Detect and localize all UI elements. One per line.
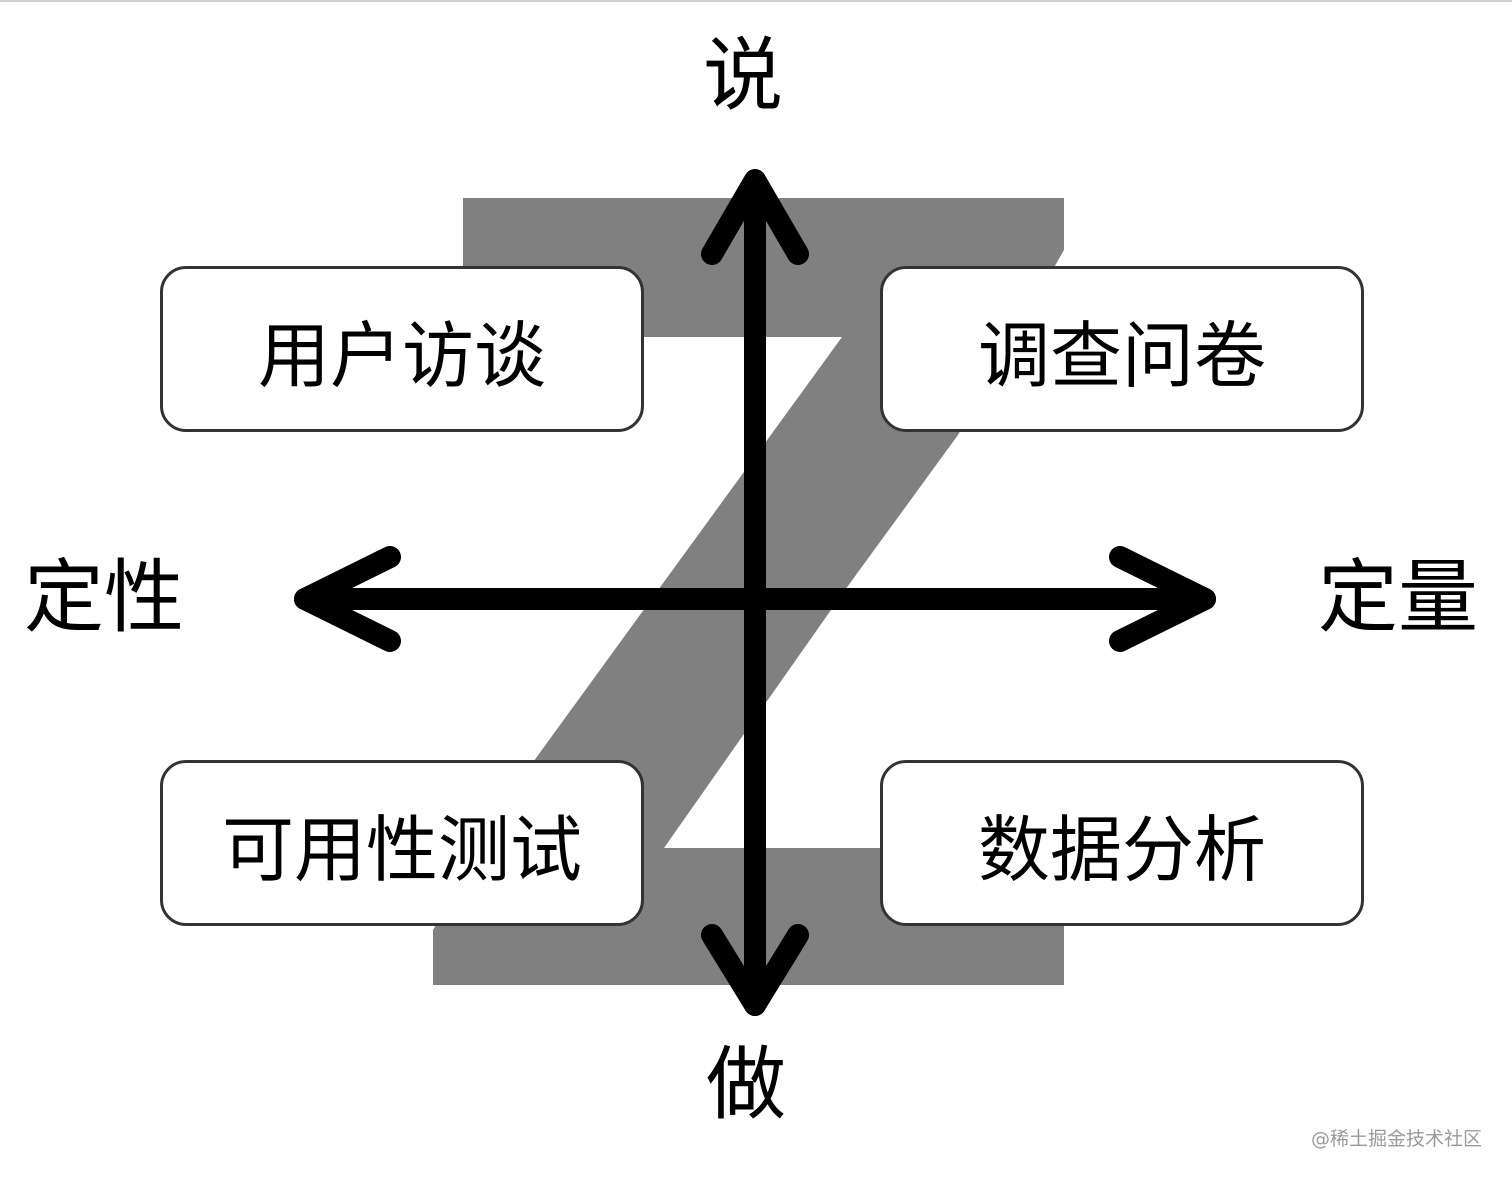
axis-label-bottom: 做 (706, 1038, 786, 1131)
axis-label-left: 定性 (24, 551, 184, 644)
quadrant-label-user-interview: 用户访谈 (257, 313, 546, 398)
quadrant-label-data-analysis: 数据分析 (977, 807, 1266, 892)
quadrant-box-top-left: 用户访谈 (160, 266, 644, 432)
top-border-line (0, 0, 1512, 2)
quadrant-label-usability-test: 可用性测试 (221, 807, 582, 892)
watermark: @稀土掘金技术社区 (1310, 1128, 1482, 1150)
horizontal-axis-arrow (294, 546, 1216, 652)
axis-label-top: 说 (703, 29, 783, 122)
quadrant-label-survey: 调查问卷 (977, 313, 1266, 398)
quadrant-box-bottom-right: 数据分析 (880, 760, 1364, 926)
quadrant-box-top-right: 调查问卷 (880, 266, 1364, 432)
axis-label-right: 定量 (1318, 551, 1478, 644)
quadrant-box-bottom-left: 可用性测试 (160, 760, 644, 926)
